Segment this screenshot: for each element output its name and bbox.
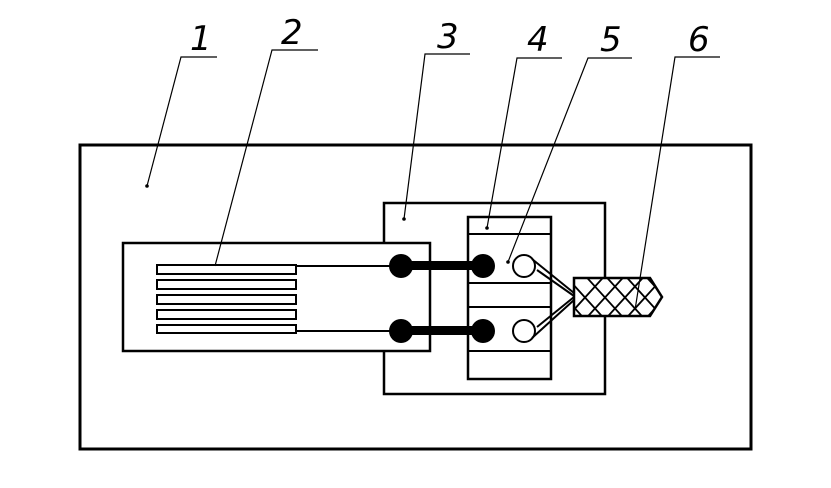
callout-5: 5 [600,20,622,60]
gauge-grid [156,264,400,334]
output-contacts [512,254,575,343]
substrate-plate [78,143,753,451]
terminal-block [466,215,553,381]
leader-2 [214,49,318,267]
callout-4: 4 [527,20,549,60]
shielded-cable [572,276,664,318]
leader-3 [403,53,470,220]
callout-3: 3 [437,17,459,57]
lead-wires [389,254,495,343]
solder-point [471,319,495,343]
solder-point [389,254,413,278]
leader-1 [146,56,217,187]
callout-6: 6 [688,20,710,60]
leader-4 [486,57,562,229]
leader-5 [507,57,632,263]
leader-lines [146,49,720,311]
strain-gauge-carrier [121,241,432,353]
leader-6 [634,56,720,311]
callout-1: 1 [190,19,212,59]
solder-point [389,319,413,343]
callout-2: 2 [281,13,303,53]
leader-dots [145,184,510,264]
solder-point [471,254,495,278]
